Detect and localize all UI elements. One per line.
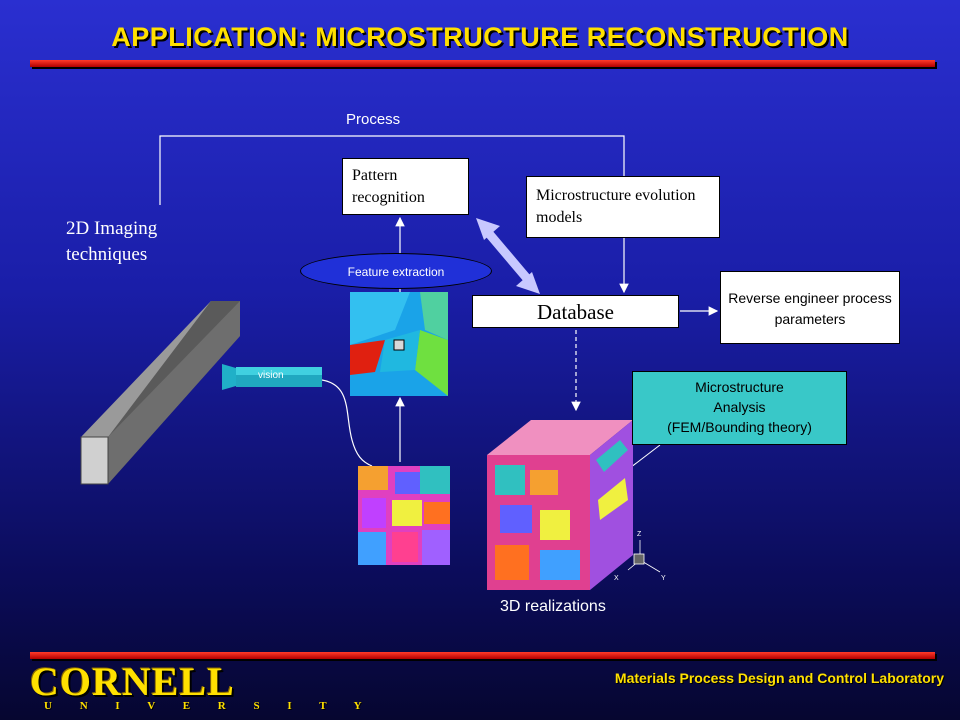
top-divider (30, 60, 935, 67)
lens-icon (222, 364, 322, 390)
axis-y-label: Y (661, 575, 666, 582)
imaging-label: 2D Imaging techniques (66, 218, 158, 265)
pattern-database-double-arrow (476, 218, 540, 294)
axis-triad-icon (627, 540, 661, 573)
micrograph-image (358, 466, 450, 565)
realizations-label: 3D realizations (500, 598, 606, 615)
sample-bar-icon (80, 301, 240, 485)
pattern-recognition-box: Pattern recognition (342, 158, 469, 215)
feature-extraction-image (350, 292, 448, 396)
reverse-engineer-box: Reverse engineer process parameters (720, 271, 900, 344)
bottom-divider (30, 652, 935, 659)
evolution-models-box: Microstructure evolution models (526, 176, 720, 238)
vision-curve (321, 379, 373, 467)
analysis-line-3: (FEM/Bounding theory) (667, 419, 812, 435)
slide-title: APPLICATION: MICROSTRUCTURE RECONSTRUCTI… (111, 22, 849, 52)
lab-name: Materials Process Design and Control Lab… (614, 670, 944, 686)
analysis-line-2: Analysis (713, 399, 766, 415)
database-box: Database (472, 295, 679, 328)
cornell-logo: CORNELL (30, 659, 235, 704)
process-connector (159, 135, 625, 205)
cornell-logo-subtitle: U N I V E R S I T Y (44, 700, 375, 712)
axis-x-label: X (614, 575, 619, 582)
feature-extraction-oval: Feature extraction (300, 253, 492, 289)
microstructure-analysis-box: Microstructure Analysis (FEM/Bounding th… (632, 371, 847, 445)
vision-label: vision (258, 370, 284, 381)
axis-z-label: Z (637, 531, 642, 538)
vision-lens: vision (222, 364, 322, 390)
analysis-line-1: Microstructure (695, 379, 784, 395)
microstructure-cube (487, 420, 633, 590)
process-label: Process (346, 111, 401, 128)
